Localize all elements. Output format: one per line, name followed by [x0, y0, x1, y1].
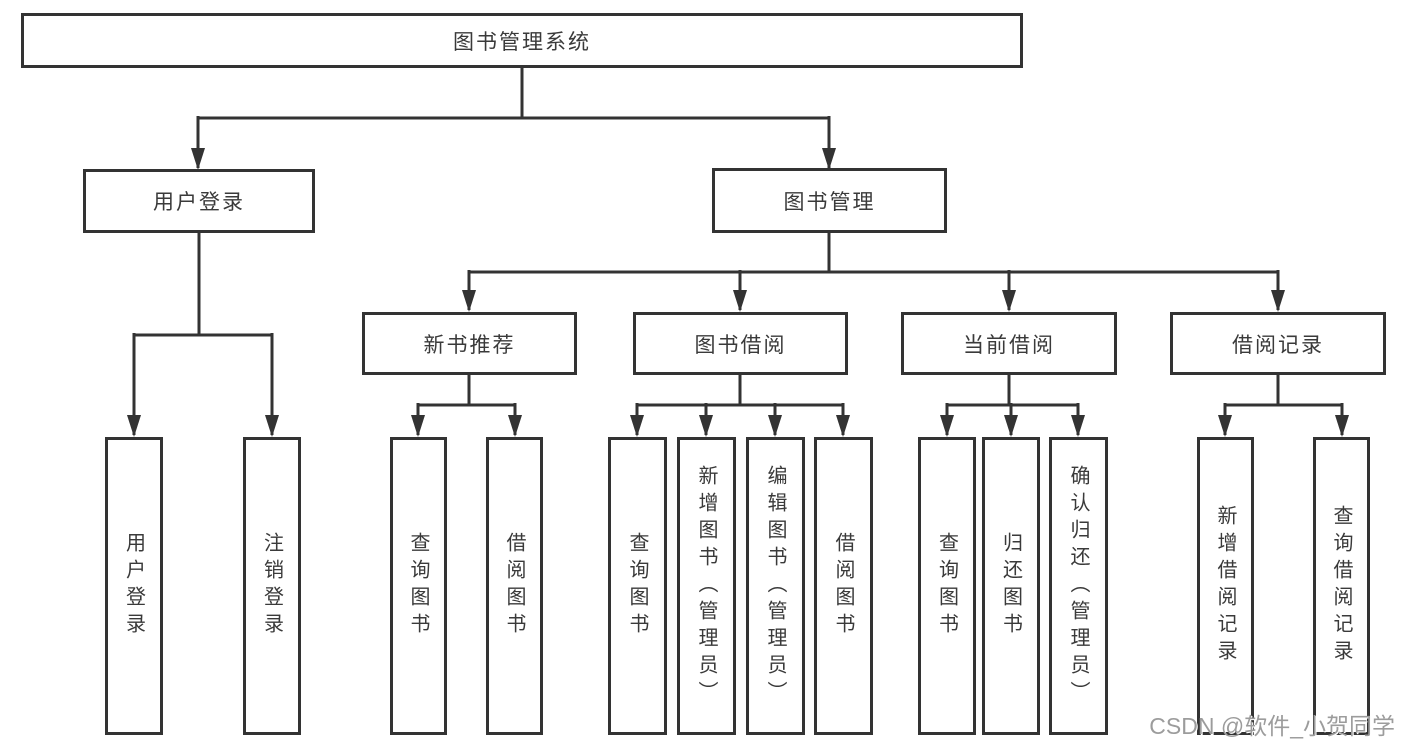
leaf-borrow-borrow: 借阅图书: [814, 437, 873, 735]
leaf-newbook-query: 查询图书: [390, 437, 447, 735]
leaf-borrow-edit-admin: 编辑图书（管理员）: [746, 437, 805, 735]
node-root-system: 图书管理系统: [21, 13, 1023, 68]
leaf-records-query: 查询借阅记录: [1313, 437, 1370, 735]
csdn-watermark: CSDN @软件_小贺同学: [1149, 713, 1395, 739]
leaf-newbook-borrow: 借阅图书: [486, 437, 543, 735]
arrowheads: [127, 148, 1349, 437]
leaf-current-return: 归还图书: [982, 437, 1040, 735]
node-user-login-group: 用户登录: [83, 169, 315, 233]
leaf-user-login: 用户登录: [105, 437, 163, 735]
leaf-logout: 注销登录: [243, 437, 301, 735]
leaf-current-query: 查询图书: [918, 437, 976, 735]
node-branch-new-book: 新书推荐: [362, 312, 577, 375]
leaf-borrow-query: 查询图书: [608, 437, 667, 735]
node-branch-book-borrow: 图书借阅: [633, 312, 848, 375]
leaf-borrow-add-admin: 新增图书（管理员）: [677, 437, 736, 735]
leaf-records-add: 新增借阅记录: [1197, 437, 1254, 735]
node-branch-current-borrow: 当前借阅: [901, 312, 1117, 375]
node-book-management-group: 图书管理: [712, 168, 947, 233]
leaf-current-confirm-return-admin: 确认归还（管理员）: [1049, 437, 1108, 735]
node-branch-borrow-records: 借阅记录: [1170, 312, 1386, 375]
